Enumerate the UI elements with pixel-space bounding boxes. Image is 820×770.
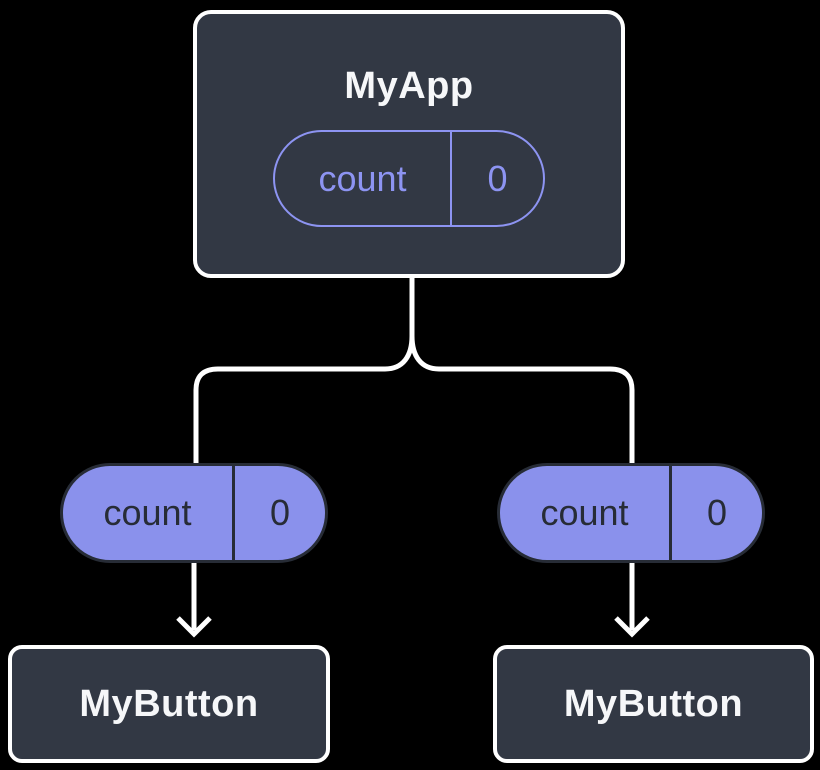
prop-pill-left-value: 0 xyxy=(232,466,325,560)
state-pill-label: count xyxy=(318,157,407,199)
node-mybutton-left-title: MyButton xyxy=(79,683,259,725)
prop-pill-left: count 0 xyxy=(60,463,328,563)
state-pill-myapp: count 0 xyxy=(273,130,545,227)
state-pill-value: 0 xyxy=(450,132,543,225)
node-myapp: MyApp count 0 xyxy=(193,10,625,278)
tree-branch-left xyxy=(193,335,415,470)
arrow-left xyxy=(176,560,212,638)
arrow-right-head xyxy=(614,616,650,638)
prop-pill-left-label: count xyxy=(103,492,192,533)
arrow-left-head xyxy=(176,616,212,638)
prop-pill-right-label: count xyxy=(540,492,629,533)
arrow-right xyxy=(614,560,650,638)
node-mybutton-right: MyButton xyxy=(493,645,814,763)
prop-pill-right-value: 0 xyxy=(669,466,762,560)
node-mybutton-right-title: MyButton xyxy=(563,683,744,725)
node-myapp-title: MyApp xyxy=(344,65,474,107)
node-mybutton-left: MyButton xyxy=(8,645,330,763)
prop-pill-right: count 0 xyxy=(497,463,765,563)
tree-branch-right xyxy=(409,335,635,470)
